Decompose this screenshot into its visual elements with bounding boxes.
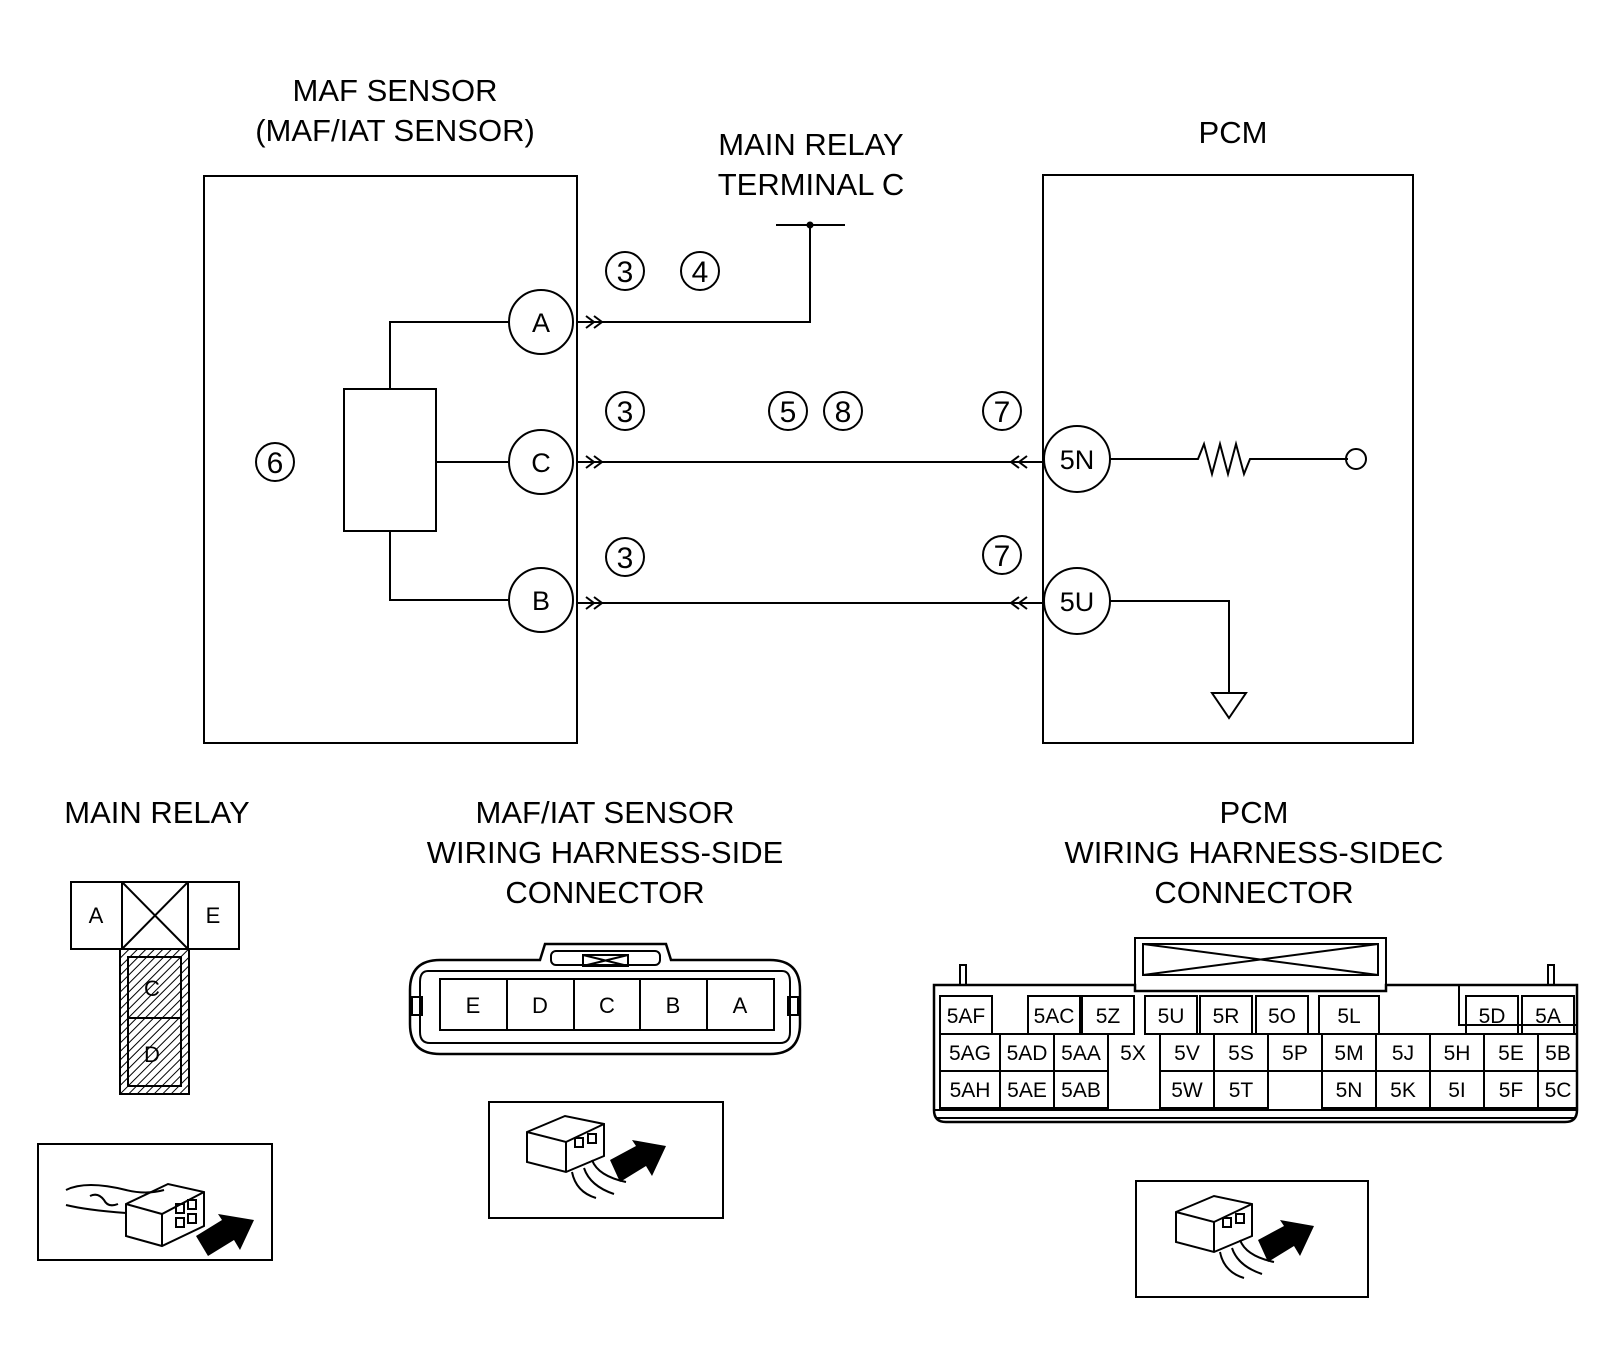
- svg-text:8: 8: [835, 396, 852, 429]
- pcm-pin-5e: 5E: [1498, 1042, 1524, 1065]
- maf-connector-subtitle: WIRING HARNESS-SIDE: [427, 835, 784, 870]
- svg-text:7: 7: [994, 540, 1011, 573]
- maf-pin-d: D: [532, 993, 548, 1018]
- maf-pin-c: C: [599, 993, 615, 1018]
- pcm-pin-5ae: 5AE: [1007, 1079, 1047, 1102]
- pcm-pin-5ab: 5AB: [1061, 1079, 1101, 1102]
- maf-harness-connector: E D C B A: [408, 942, 802, 1056]
- callout-8-wire-c: 8: [823, 391, 863, 431]
- pcm-pin-5s: 5S: [1228, 1042, 1254, 1065]
- callout-6-maf-sensor: 6: [255, 442, 295, 482]
- pcm-pin-5ac: 5AC: [1034, 1005, 1075, 1028]
- pcm-pin-5k: 5K: [1390, 1079, 1416, 1102]
- pcm-terminal-5u-label: 5U: [1060, 587, 1095, 617]
- pcm-pin-5p: 5P: [1282, 1042, 1308, 1065]
- maf-sensing-element: [343, 388, 437, 532]
- maf-terminal-b-label: B: [532, 586, 550, 616]
- pcm-pin-5x: 5X: [1120, 1042, 1146, 1065]
- pcm-pin-5d: 5D: [1479, 1005, 1506, 1028]
- pcm-harness-connector: 5AF 5AC 5Z 5U 5R 5O 5L 5D 5A 5AG 5AD 5AA…: [932, 937, 1579, 1124]
- callout-3-wire-c: 3: [605, 391, 645, 431]
- pcm-pin-5v: 5V: [1174, 1042, 1200, 1065]
- main-relay-connector: A E C D: [70, 881, 240, 1095]
- pcm-connector-title: PCM: [1220, 795, 1289, 830]
- main-relay-view-icon: [37, 1143, 273, 1261]
- relay-pin-e: E: [206, 903, 221, 928]
- pcm-pin-5i: 5I: [1448, 1079, 1466, 1102]
- callout-3-wire-b: 3: [605, 537, 645, 577]
- maf-sensor-title: MAF SENSOR: [293, 73, 498, 108]
- pcm-terminal-5n-label: 5N: [1060, 445, 1095, 475]
- pcm-pin-5n: 5N: [1336, 1079, 1363, 1102]
- ground-icon: [1110, 600, 1248, 720]
- maf-pin-a: A: [733, 993, 748, 1018]
- maf-pin-e: E: [466, 993, 481, 1018]
- relay-pin-c: C: [144, 976, 160, 1001]
- pcm-connector-view-icon: [1135, 1180, 1369, 1298]
- maf-connector-label: CONNECTOR: [505, 875, 704, 910]
- maf-terminal-a-label: A: [532, 308, 550, 338]
- maf-terminal-c-label: C: [531, 448, 551, 478]
- maf-sensor-box: [203, 175, 578, 744]
- svg-text:3: 3: [617, 396, 634, 429]
- main-relay-subtitle: TERMINAL C: [718, 167, 905, 202]
- maf-connector-title: MAF/IAT SENSOR: [476, 795, 735, 830]
- svg-text:4: 4: [692, 256, 709, 289]
- svg-text:3: 3: [617, 542, 634, 575]
- pcm-pullup-resistor: [1110, 440, 1367, 478]
- pcm-pin-5r: 5R: [1213, 1005, 1240, 1028]
- maf-connector-view-icon: [488, 1101, 724, 1219]
- svg-text:5: 5: [780, 396, 797, 429]
- pcm-pin-5ad: 5AD: [1007, 1042, 1048, 1065]
- main-relay-title: MAIN RELAY: [718, 127, 903, 162]
- pcm-pin-5j: 5J: [1392, 1042, 1414, 1065]
- pcm-pin-5z: 5Z: [1096, 1005, 1121, 1028]
- pcm-pin-5w: 5W: [1171, 1079, 1203, 1102]
- pcm-pin-5af: 5AF: [947, 1005, 986, 1028]
- svg-text:6: 6: [267, 447, 284, 480]
- pcm-pin-5ah: 5AH: [950, 1079, 991, 1102]
- relay-pin-a: A: [89, 903, 104, 928]
- maf-terminal-c: C: [508, 429, 574, 495]
- pcm-pin-5ag: 5AG: [949, 1042, 991, 1065]
- maf-terminal-a: A: [508, 289, 574, 355]
- pcm-pin-5h: 5H: [1444, 1042, 1471, 1065]
- wire-c-to-5n: [577, 455, 1043, 469]
- pcm-pin-5c: 5C: [1545, 1079, 1572, 1102]
- pcm-pin-5aa: 5AA: [1061, 1042, 1101, 1065]
- pcm-connector-subtitle: WIRING HARNESS-SIDEC: [1065, 835, 1444, 870]
- maf-terminal-b: B: [508, 567, 574, 633]
- pcm-pin-5l: 5L: [1337, 1005, 1360, 1028]
- pcm-pin-5f: 5F: [1499, 1079, 1524, 1102]
- callout-5-wire-c: 5: [768, 391, 808, 431]
- pcm-pin-5o: 5O: [1268, 1005, 1296, 1028]
- main-relay-connector-title: MAIN RELAY: [64, 795, 249, 830]
- wire-a-to-main-relay: [577, 221, 845, 329]
- pcm-pin-5a: 5A: [1535, 1005, 1561, 1028]
- pcm-title: PCM: [1199, 115, 1268, 150]
- pcm-pin-5u: 5U: [1158, 1005, 1185, 1028]
- relay-pin-d: D: [144, 1042, 160, 1067]
- pcm-connector-label: CONNECTOR: [1154, 875, 1353, 910]
- maf-pin-b: B: [666, 993, 681, 1018]
- pcm-pin-5t: 5T: [1229, 1079, 1254, 1102]
- pcm-terminal-5u: 5U: [1043, 567, 1111, 635]
- callout-4-wire-a: 4: [680, 251, 720, 291]
- callout-7-wire-c: 7: [982, 391, 1022, 431]
- pcm-pin-5m: 5M: [1334, 1042, 1363, 1065]
- pcm-pin-5b: 5B: [1545, 1042, 1571, 1065]
- svg-text:3: 3: [617, 256, 634, 289]
- callout-7-wire-b: 7: [982, 535, 1022, 575]
- pcm-terminal-5n: 5N: [1043, 425, 1111, 493]
- callout-3-wire-a: 3: [605, 251, 645, 291]
- svg-text:7: 7: [994, 396, 1011, 429]
- maf-sensor-subtitle: (MAF/IAT SENSOR): [255, 113, 535, 148]
- wire-b-to-5u: [577, 596, 1043, 610]
